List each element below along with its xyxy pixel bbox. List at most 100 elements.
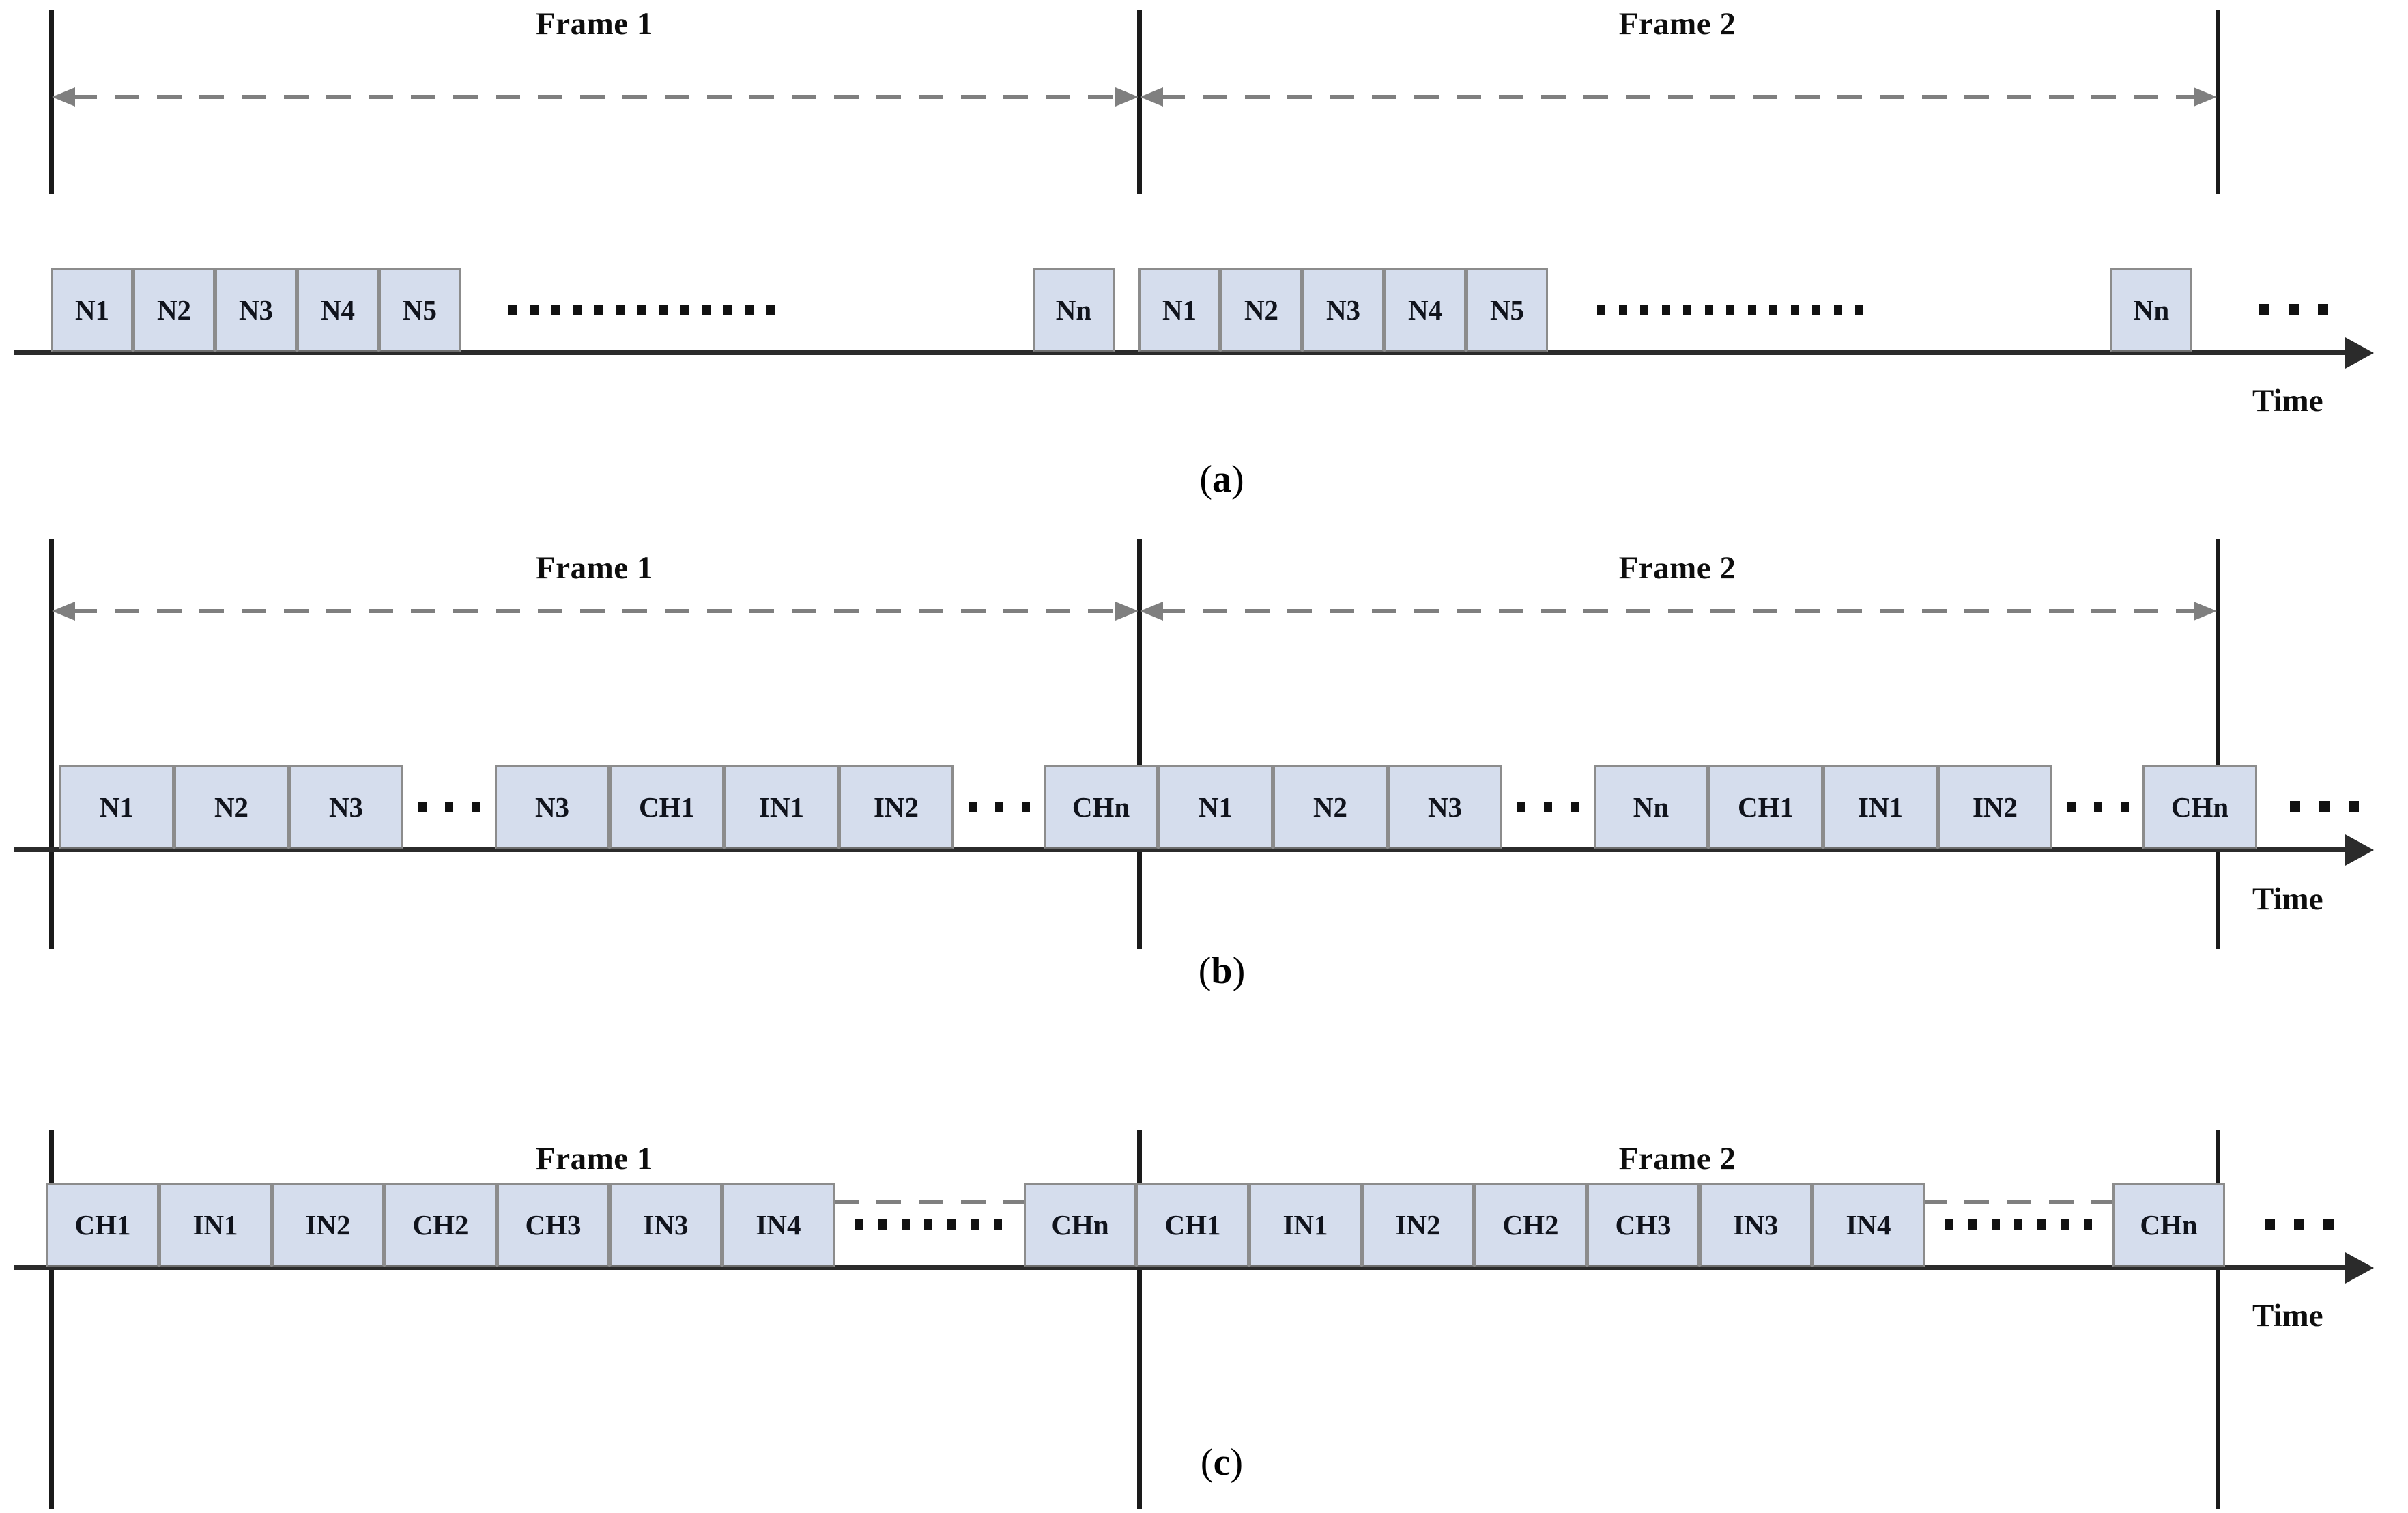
slot-gap-ellipsis [508, 304, 775, 316]
slot-box: N3 [215, 268, 297, 352]
frame-boundary-mid-a [1137, 10, 1142, 194]
slot-box: IN1 [1823, 765, 1938, 849]
slot-gap-ellipsis [1597, 304, 1863, 316]
slot-box: CHn [1044, 765, 1158, 849]
slot-box: CH1 [46, 1183, 159, 1267]
frame-span-1-b [52, 597, 1138, 625]
slot-box: N4 [297, 268, 379, 352]
slot-box: N1 [59, 765, 174, 849]
slot-box: N1 [51, 268, 133, 352]
slot-box: CHn [2112, 1183, 2225, 1267]
panel-c: Frame 1 Frame 2 CH1 IN1 IN2 CH2 CH3 IN3 … [0, 1004, 2408, 1513]
slot-box: N3 [1302, 268, 1384, 352]
slot-box: IN2 [272, 1183, 384, 1267]
slot-box: Nn [1594, 765, 1708, 849]
frame-boundary-right-c [2216, 1130, 2220, 1509]
span-arrow-left-icon [1140, 87, 1163, 107]
caption-paren-open: ( [1198, 950, 1212, 992]
slot-box: IN2 [839, 765, 954, 849]
caption-paren-close: ) [1230, 1441, 1244, 1484]
time-axis-arrowhead-icon [2345, 1252, 2374, 1284]
slot-box: IN1 [1249, 1183, 1362, 1267]
slot-box: CHn [1024, 1183, 1136, 1267]
slot-box: CH1 [1136, 1183, 1249, 1267]
slot-box: IN1 [159, 1183, 272, 1267]
slot-box: N3 [495, 765, 610, 849]
slot-box: IN4 [1812, 1183, 1925, 1267]
frame-label-2-a: Frame 2 [1618, 6, 1736, 42]
slot-box: N5 [1466, 268, 1548, 352]
caption-paren-open: ( [1199, 458, 1212, 500]
span-arrow-right-icon [2194, 87, 2217, 107]
slot-box: N2 [1220, 268, 1302, 352]
caption-letter: b [1211, 950, 1233, 992]
frame-boundary-left-a [49, 10, 54, 194]
slot-box: N4 [1384, 268, 1466, 352]
span-arrow-left-icon [52, 87, 75, 107]
span-dash-line [72, 95, 1118, 99]
frame-label-2-c: Frame 2 [1618, 1141, 1736, 1176]
slot-box: CH3 [497, 1183, 610, 1267]
time-axis-arrowhead-icon [2345, 337, 2374, 369]
slot-box: CH1 [1708, 765, 1823, 849]
frame-span-1-a [52, 83, 1138, 111]
time-axis-b [14, 847, 2348, 852]
slot-box: IN3 [1700, 1183, 1812, 1267]
span-dash-line [1160, 95, 2196, 99]
slot-box: IN2 [1938, 765, 2052, 849]
slot-box: N1 [1138, 268, 1220, 352]
time-axis-a [14, 350, 2348, 355]
slot-gap-ellipsis [1517, 801, 1579, 813]
subfigure-caption-c: (c) [1153, 1441, 1290, 1484]
slot-box: CH3 [1587, 1183, 1700, 1267]
slot-box: Nn [1033, 268, 1115, 352]
caption-letter: c [1213, 1441, 1231, 1484]
trailing-ellipsis-a [2259, 304, 2328, 315]
slot-gap-ellipsis [2067, 801, 2129, 813]
subfigure-caption-b: (b) [1153, 949, 1290, 993]
time-axis-label-c: Time [2252, 1298, 2323, 1333]
panel-b: Frame 1 Frame 2 N1 N2 N3 N3 CH1 IN1 IN2 … [0, 526, 2408, 1004]
caption-letter: a [1212, 458, 1231, 500]
slot-box: Nn [2110, 268, 2192, 352]
frame-boundary-left-b [49, 539, 54, 949]
frame-span-2-b [1140, 597, 2217, 625]
trailing-ellipsis-c [2265, 1219, 2334, 1230]
slot-box: CH1 [610, 765, 724, 849]
span-arrow-right-icon [1115, 602, 1138, 621]
caption-paren-open: ( [1200, 1441, 1214, 1484]
span-arrow-right-icon [1115, 87, 1138, 107]
slot-box: N2 [133, 268, 215, 352]
time-axis-arrowhead-icon [2345, 834, 2374, 866]
frame-label-2-b: Frame 2 [1618, 550, 1736, 586]
slot-box: CHn [2142, 765, 2257, 849]
slot-box: IN2 [1362, 1183, 1474, 1267]
frame-boundary-right-b [2216, 539, 2220, 949]
span-dash-line [1160, 609, 2196, 613]
span-dash-line [72, 609, 1118, 613]
frame-label-1-b: Frame 1 [536, 550, 653, 586]
time-axis-label-b: Time [2252, 881, 2323, 917]
slot-gap-ellipsis [1945, 1219, 2092, 1231]
span-arrow-left-icon [1140, 602, 1163, 621]
slot-box: N3 [289, 765, 403, 849]
subfigure-caption-a: (a) [1153, 457, 1290, 501]
slot-box: IN1 [724, 765, 839, 849]
slot-gap-ellipsis [855, 1219, 1002, 1231]
time-axis-c [14, 1265, 2348, 1270]
caption-paren-close: ) [1231, 458, 1244, 500]
frame-boundary-mid-b [1137, 539, 1142, 949]
slot-gap-ellipsis [969, 801, 1030, 813]
slot-box: N5 [379, 268, 461, 352]
caption-paren-close: ) [1232, 950, 1246, 992]
time-axis-label-a: Time [2252, 383, 2323, 419]
frame-boundary-mid-c [1137, 1130, 1142, 1509]
frame-span-2-a [1140, 83, 2217, 111]
span-arrow-right-icon [2194, 602, 2217, 621]
slot-box: IN3 [610, 1183, 722, 1267]
slot-box: N3 [1388, 765, 1502, 849]
frame-label-1-a: Frame 1 [536, 6, 653, 42]
frame-label-1-c: Frame 1 [536, 1141, 653, 1176]
slot-gap-ellipsis [418, 801, 480, 813]
span-arrow-left-icon [52, 602, 75, 621]
